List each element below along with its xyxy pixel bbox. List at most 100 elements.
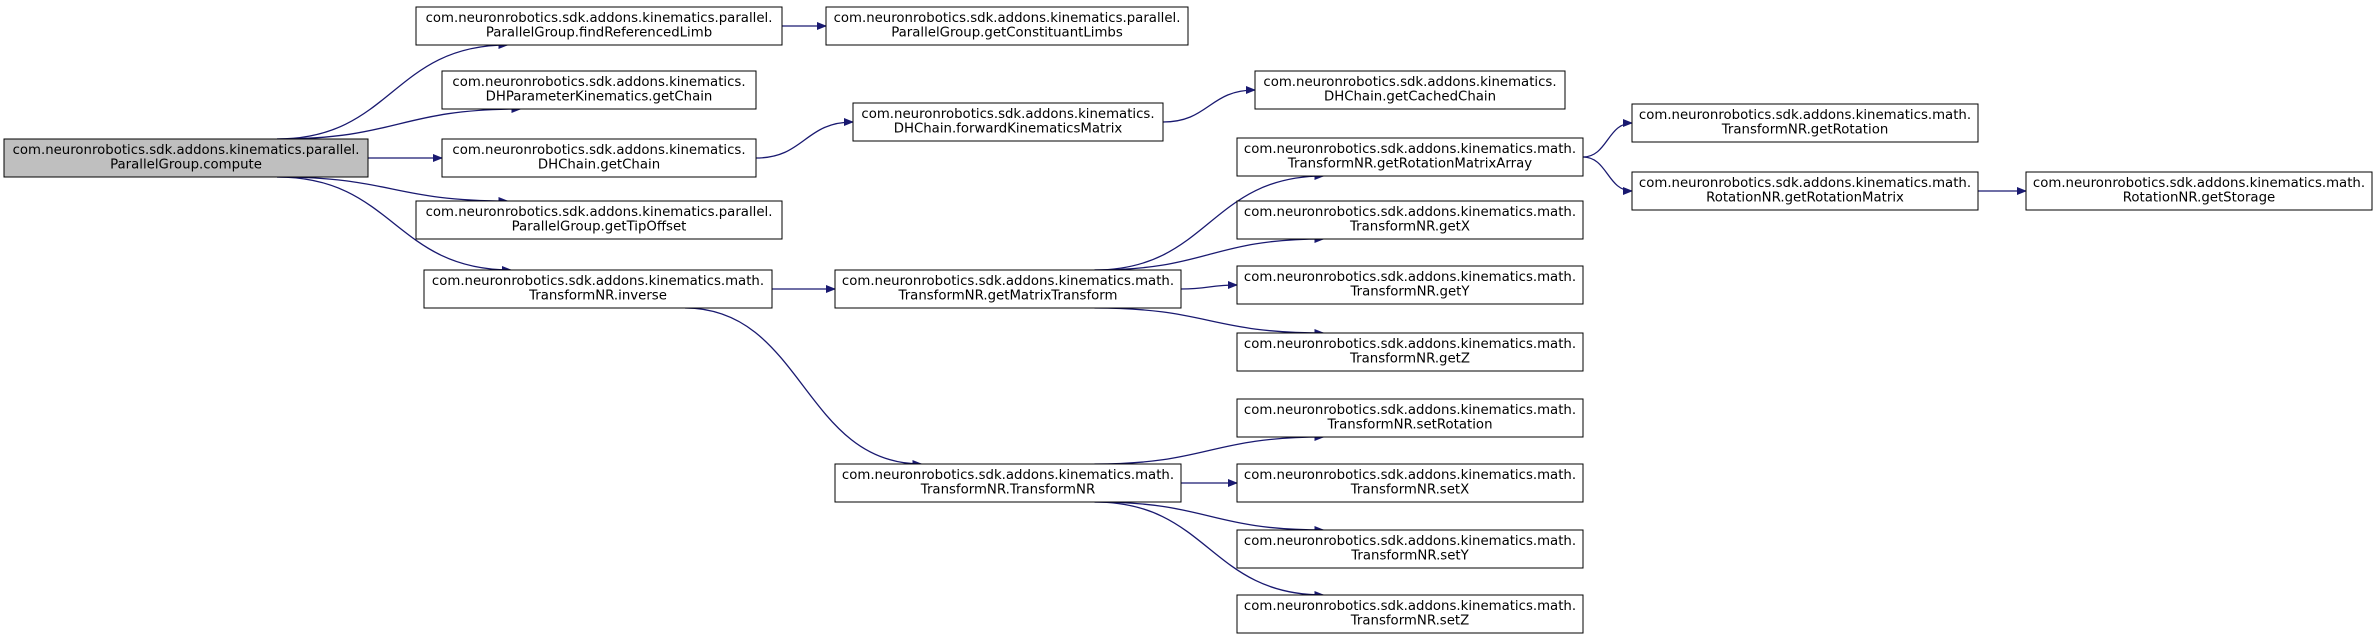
- node-label-line-2: DHChain.getChain: [538, 158, 660, 173]
- node-label-line-1: com.neuronrobotics.sdk.addons.kinematics…: [1244, 205, 1576, 220]
- node-label-line-2: ParallelGroup.getConstituantLimbs: [891, 26, 1123, 41]
- node-box: [2025, 171, 2373, 211]
- node-set-x[interactable]: com.neuronrobotics.sdk.addons.kinematics…: [1236, 463, 1584, 503]
- node-label-line-1: com.neuronrobotics.sdk.addons.kinematics…: [1244, 403, 1576, 418]
- node-box: [852, 102, 1164, 142]
- node-box: [423, 269, 773, 309]
- node-box: [1236, 265, 1584, 305]
- node-label-line-1: com.neuronrobotics.sdk.addons.kinematics…: [861, 107, 1154, 122]
- node-box: [1236, 529, 1584, 569]
- node-label-line-2: TransformNR.getRotationMatrixArray: [1287, 157, 1532, 172]
- node-get-storage[interactable]: com.neuronrobotics.sdk.addons.kinematics…: [2025, 171, 2373, 211]
- edge-get-matrix-transform-to-get-x: [1094, 235, 1325, 271]
- node-get-z[interactable]: com.neuronrobotics.sdk.addons.kinematics…: [1236, 332, 1584, 372]
- node-box: [1236, 200, 1584, 240]
- node-box: [415, 6, 783, 46]
- node-find-referenced-limb[interactable]: com.neuronrobotics.sdk.addons.kinematics…: [415, 6, 783, 46]
- edge-compute-to-get-tip-offset: [276, 176, 509, 205]
- node-set-z[interactable]: com.neuronrobotics.sdk.addons.kinematics…: [1236, 594, 1584, 634]
- node-label-line-1: com.neuronrobotics.sdk.addons.kinematics…: [1244, 337, 1576, 352]
- node-label-line-2: TransformNR.getZ: [1349, 352, 1470, 367]
- node-label-line-2: TransformNR.inverse: [528, 289, 667, 304]
- node-label-line-1: com.neuronrobotics.sdk.addons.kinematics…: [2033, 176, 2365, 191]
- node-label-line-2: ParallelGroup.compute: [110, 158, 262, 173]
- node-label-line-1: com.neuronrobotics.sdk.addons.kinematics…: [426, 11, 773, 26]
- node-label-line-1: com.neuronrobotics.sdk.addons.kinematics…: [1244, 142, 1576, 157]
- edge-get-matrix-transform-to-get-z: [1094, 307, 1325, 337]
- node-set-rotation[interactable]: com.neuronrobotics.sdk.addons.kinematics…: [1236, 398, 1584, 438]
- node-label-line-1: com.neuronrobotics.sdk.addons.kinematics…: [842, 274, 1174, 289]
- node-label-line-2: TransformNR.setY: [1350, 549, 1469, 564]
- node-label-line-2: TransformNR.getMatrixTransform: [898, 289, 1118, 304]
- node-box: [1236, 332, 1584, 372]
- node-label-line-2: TransformNR.setZ: [1350, 614, 1470, 629]
- node-box: [441, 70, 757, 110]
- node-box: [1236, 594, 1584, 634]
- node-get-cached-chain[interactable]: com.neuronrobotics.sdk.addons.kinematics…: [1254, 70, 1566, 110]
- node-label-line-1: com.neuronrobotics.sdk.addons.kinematics…: [1263, 75, 1556, 90]
- node-forward-kinematics-matrix[interactable]: com.neuronrobotics.sdk.addons.kinematics…: [852, 102, 1164, 142]
- node-box: [1236, 137, 1584, 177]
- node-label-line-1: com.neuronrobotics.sdk.addons.kinematics…: [1639, 108, 1971, 123]
- node-label-line-2: DHChain.forwardKinematicsMatrix: [894, 122, 1123, 137]
- node-label-line-1: com.neuronrobotics.sdk.addons.kinematics…: [1244, 270, 1576, 285]
- node-label-line-2: ParallelGroup.getTipOffset: [512, 220, 687, 235]
- node-box: [825, 6, 1189, 46]
- node-get-y[interactable]: com.neuronrobotics.sdk.addons.kinematics…: [1236, 265, 1584, 305]
- node-box: [415, 200, 783, 240]
- edge-transform-nr-to-set-z: [1094, 501, 1325, 599]
- edge-dh-chain-get-chain-to-forward-kinematics-matrix: [755, 118, 854, 159]
- node-box: [441, 138, 757, 178]
- node-get-x[interactable]: com.neuronrobotics.sdk.addons.kinematics…: [1236, 200, 1584, 240]
- node-box: [1254, 70, 1566, 110]
- node-inverse[interactable]: com.neuronrobotics.sdk.addons.kinematics…: [423, 269, 773, 309]
- node-box: [834, 463, 1182, 503]
- edge-get-matrix-transform-to-get-y: [1180, 281, 1238, 290]
- node-label-line-1: com.neuronrobotics.sdk.addons.kinematics…: [842, 468, 1174, 483]
- node-label-line-1: com.neuronrobotics.sdk.addons.kinematics…: [13, 143, 360, 158]
- node-label-line-1: com.neuronrobotics.sdk.addons.kinematics…: [1244, 599, 1576, 614]
- node-compute[interactable]: com.neuronrobotics.sdk.addons.kinematics…: [3, 138, 369, 178]
- node-box: [1236, 463, 1584, 503]
- edge-get-rotation-matrix-array-to-get-rotation: [1582, 119, 1633, 158]
- node-box: [1631, 103, 1979, 143]
- node-label-line-2: TransformNR.setX: [1350, 483, 1470, 498]
- edges: [276, 22, 2027, 599]
- edge-get-matrix-transform-to-get-rotation-matrix-array: [1094, 172, 1325, 271]
- node-label-line-1: com.neuronrobotics.sdk.addons.kinematics…: [432, 274, 764, 289]
- node-get-rotation[interactable]: com.neuronrobotics.sdk.addons.kinematics…: [1631, 103, 1979, 143]
- node-set-y[interactable]: com.neuronrobotics.sdk.addons.kinematics…: [1236, 529, 1584, 569]
- node-get-rotation-matrix-array[interactable]: com.neuronrobotics.sdk.addons.kinematics…: [1236, 137, 1584, 177]
- edge-get-rotation-matrix-array-to-get-rotation-matrix: [1582, 156, 1633, 195]
- node-dh-param-get-chain[interactable]: com.neuronrobotics.sdk.addons.kinematics…: [441, 70, 757, 110]
- node-label-line-2: TransformNR.getRotation: [1721, 123, 1889, 138]
- node-label-line-2: TransformNR.getY: [1349, 285, 1470, 300]
- node-get-rotation-matrix[interactable]: com.neuronrobotics.sdk.addons.kinematics…: [1631, 171, 1979, 211]
- node-label-line-2: TransformNR.getX: [1349, 220, 1470, 235]
- node-label-line-1: com.neuronrobotics.sdk.addons.kinematics…: [452, 143, 745, 158]
- node-get-tip-offset[interactable]: com.neuronrobotics.sdk.addons.kinematics…: [415, 200, 783, 240]
- edge-compute-to-inverse: [276, 176, 512, 274]
- node-label-line-1: com.neuronrobotics.sdk.addons.kinematics…: [426, 205, 773, 220]
- node-label-line-1: com.neuronrobotics.sdk.addons.kinematics…: [1639, 176, 1971, 191]
- node-box: [1236, 398, 1584, 438]
- node-get-constituant-limbs[interactable]: com.neuronrobotics.sdk.addons.kinematics…: [825, 6, 1189, 46]
- nodes: com.neuronrobotics.sdk.addons.kinematics…: [3, 6, 2373, 634]
- node-transform-nr[interactable]: com.neuronrobotics.sdk.addons.kinematics…: [834, 463, 1182, 503]
- node-box: [1631, 171, 1979, 211]
- node-box: [3, 138, 369, 178]
- edge-compute-to-dh-param-get-chain: [276, 105, 522, 140]
- node-label-line-1: com.neuronrobotics.sdk.addons.kinematics…: [452, 75, 745, 90]
- node-label-line-2: DHChain.getCachedChain: [1324, 90, 1496, 105]
- node-get-matrix-transform[interactable]: com.neuronrobotics.sdk.addons.kinematics…: [834, 269, 1182, 309]
- node-dh-chain-get-chain[interactable]: com.neuronrobotics.sdk.addons.kinematics…: [441, 138, 757, 178]
- node-label-line-2: TransformNR.TransformNR: [920, 483, 1095, 498]
- edge-transform-nr-to-set-rotation: [1094, 433, 1325, 465]
- node-label-line-1: com.neuronrobotics.sdk.addons.kinematics…: [1244, 534, 1576, 549]
- node-label-line-2: ParallelGroup.findReferencedLimb: [486, 26, 712, 41]
- edge-transform-nr-to-set-y: [1094, 501, 1325, 534]
- node-label-line-2: DHParameterKinematics.getChain: [486, 90, 713, 105]
- node-label-line-2: TransformNR.setRotation: [1326, 418, 1492, 433]
- edge-inverse-to-transform-nr: [684, 307, 923, 468]
